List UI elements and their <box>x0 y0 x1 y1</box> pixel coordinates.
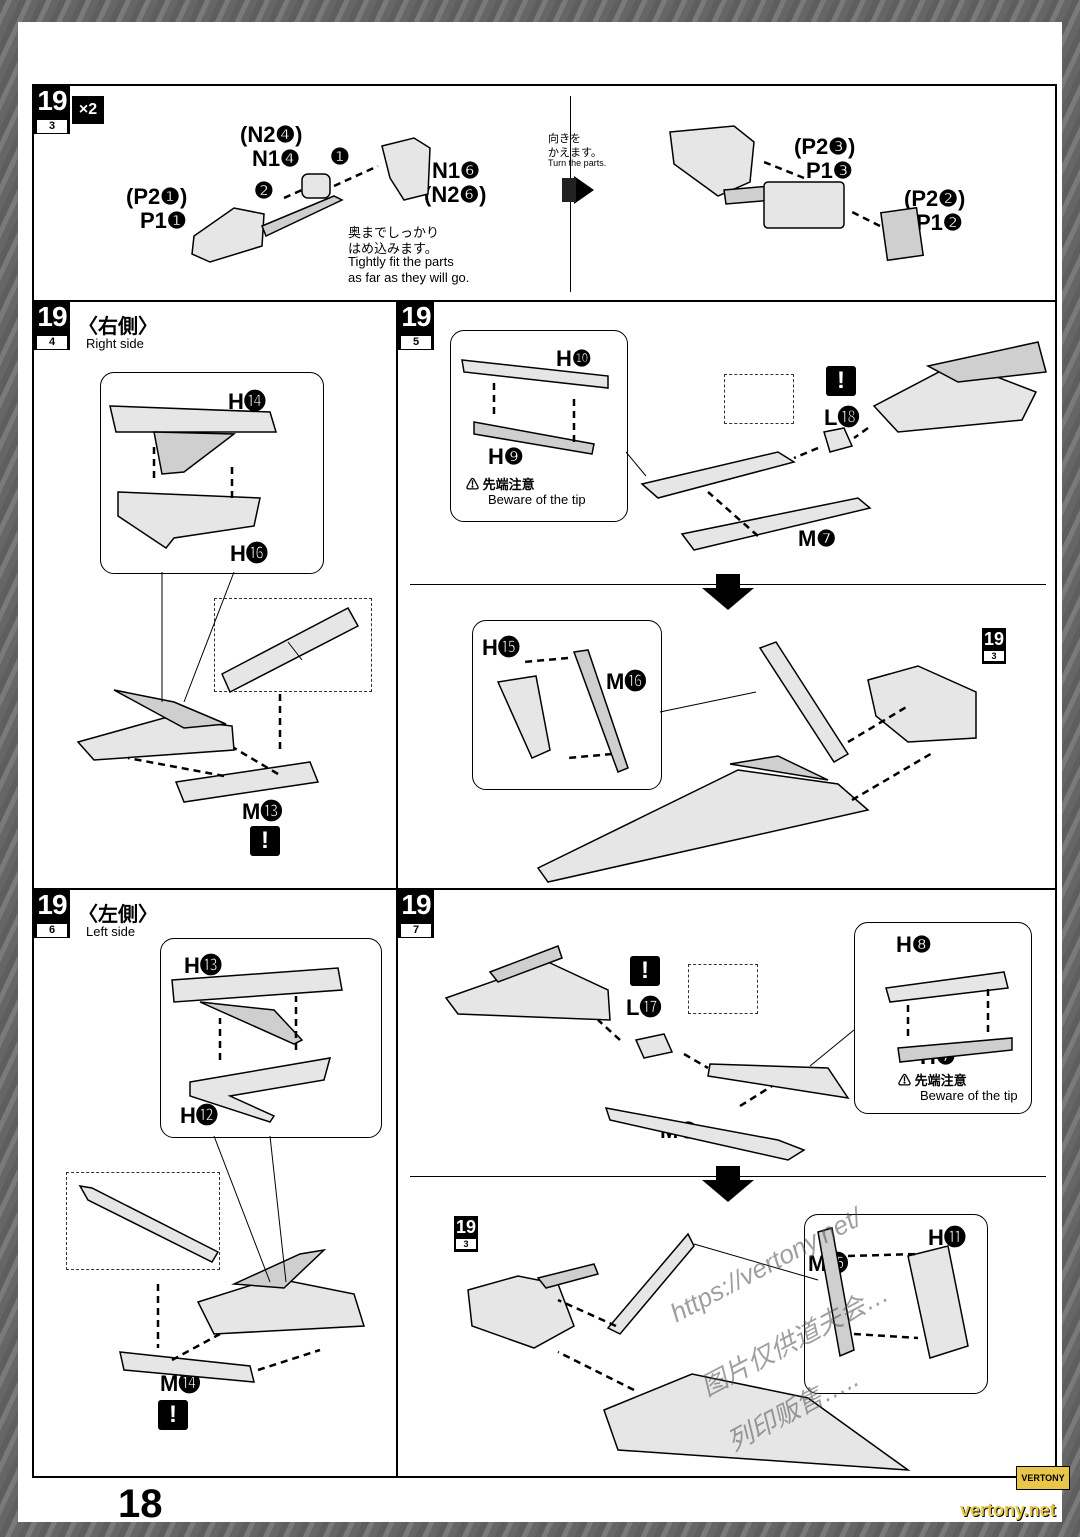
warning-icon: ! <box>630 956 660 986</box>
detail-callout <box>100 372 324 574</box>
substep-number: 7 <box>400 923 432 938</box>
step-marker-1: ❶ <box>330 144 350 169</box>
note-en-line1: Tightly fit the parts <box>348 254 454 269</box>
label-m16: M⓰ <box>606 669 647 694</box>
panel-6-illustrations <box>78 967 366 1383</box>
note-jp-line2: はめ込みます。 <box>348 241 438 256</box>
brand-tag: vertony.net <box>960 1500 1056 1520</box>
page-number: 18 <box>118 1482 163 1526</box>
label-n1-6: N1❻ <box>432 158 480 183</box>
step-number: 19 <box>37 889 67 920</box>
panel-3-illustrations <box>191 125 925 263</box>
detail-callout-2 <box>472 620 662 790</box>
label-l17: L⓱ <box>626 995 662 1020</box>
step-number: 19 <box>401 889 431 920</box>
label-m13: M⓭ <box>242 799 283 824</box>
label-h9: H❾ <box>488 444 524 469</box>
label-p2-1: (P2❶) <box>126 184 188 209</box>
label-l18: L⓲ <box>824 405 860 430</box>
label-p1-1: P1❶ <box>140 208 187 233</box>
detail-inset <box>66 1172 220 1270</box>
label-h8: H❽ <box>896 932 932 957</box>
label-n2-6: (N2❻) <box>424 182 487 207</box>
step-badge: 19 6 <box>34 890 70 938</box>
label-n2-4: (N2❹) <box>240 122 303 147</box>
turn-jp-line1: 向きを <box>548 133 581 145</box>
caution-jp-text: 先端注意 <box>914 1073 967 1088</box>
side-title-en: Left side <box>86 924 136 939</box>
substep-number: 3 <box>36 119 68 134</box>
caution-en: Beware of the tip <box>920 1088 1018 1103</box>
panel-step-19-7: 19 7 H❽ H❼ ⚠ 先端注意 Beware of the tip ! L⓱… <box>396 888 1057 1478</box>
substep-number: 6 <box>36 923 68 938</box>
step-number: 19 <box>401 301 431 332</box>
caution-en: Beware of the tip <box>488 492 586 507</box>
label-p2-3: (P2❸) <box>794 134 856 159</box>
step-marker-2: ❷ <box>254 178 274 203</box>
note-jp-line1: 奥までしっかり <box>348 225 440 240</box>
caution-jp: ⚠ 先端注意 <box>466 477 535 492</box>
turn-en: Turn the parts. <box>548 158 607 168</box>
panel-step-19-3: 19 3 ×2 (N2❹) N1❹ (P2❶) P1❶ N1❻ (N2❻) ❶ … <box>32 84 1057 302</box>
panel-7-illustrations <box>444 945 1013 1471</box>
step-badge: 19 7 <box>398 890 434 938</box>
caution-jp: ⚠ 先端注意 <box>898 1073 967 1088</box>
caution-jp-text: 先端注意 <box>482 477 535 492</box>
panel-step-19-4: 19 4 〈右側〉 Right side H⓮ H⓰ M⓭ ! <box>32 300 398 890</box>
reference-substep: 3 <box>983 650 1005 662</box>
side-title-jp: 〈右側〉 <box>78 316 158 338</box>
reference-badge: 19 3 <box>982 628 1006 664</box>
reference-substep: 3 <box>455 1238 477 1250</box>
step-badge: 19 3 <box>34 86 70 134</box>
step-number: 19 <box>37 301 67 332</box>
label-h12: H⓬ <box>180 1103 218 1128</box>
side-title-en: Right side <box>86 336 144 351</box>
warning-icon: ! <box>158 1400 188 1430</box>
multiplier-badge: ×2 <box>72 96 104 124</box>
down-arrow-icon <box>702 1166 754 1202</box>
label-p1-2: P1❷ <box>916 210 963 235</box>
panel-step-19-5: 19 5 H❿ H❾ ⚠ 先端注意 Beware of the tip ! L⓲… <box>396 300 1057 890</box>
label-p1-3: P1❸ <box>806 158 853 183</box>
label-h15: H⓯ <box>482 635 520 660</box>
panel-5-illustrations <box>461 341 1047 883</box>
label-p2-2: (P2❷) <box>904 186 966 211</box>
turn-jp-line2: かえます。 <box>548 147 602 159</box>
substep-number: 4 <box>36 335 68 350</box>
label-m7: M❼ <box>798 526 837 551</box>
brand-badge: VERTONY <box>1016 1466 1070 1490</box>
step-badge: 19 5 <box>398 302 434 350</box>
note-en-line2: as far as they will go. <box>348 270 470 285</box>
reference-badge: 19 3 <box>454 1216 478 1252</box>
reference-step: 19 <box>455 1217 477 1237</box>
panel-step-19-6: 19 6 〈左側〉 Left side H⓭ H⓬ M⓮ ! <box>32 888 398 1478</box>
label-h13: H⓭ <box>184 953 222 978</box>
side-title-jp: 〈左側〉 <box>78 904 158 926</box>
step-number: 19 <box>37 85 67 116</box>
detail-callout <box>160 938 382 1138</box>
reference-step: 19 <box>983 629 1005 649</box>
manual-page: 19 3 ×2 (N2❹) N1❹ (P2❶) P1❶ N1❻ (N2❻) ❶ … <box>18 22 1062 1526</box>
detail-inset <box>688 964 758 1014</box>
substep-number: 5 <box>400 335 432 350</box>
warning-icon: ! <box>250 826 280 856</box>
label-h16: H⓰ <box>230 541 268 566</box>
panel-4-illustrations <box>76 405 360 803</box>
label-h14: H⓮ <box>228 389 266 414</box>
down-arrow-icon <box>702 574 754 610</box>
step-badge: 19 4 <box>34 302 70 350</box>
detail-inset <box>724 374 794 424</box>
warning-icon: ! <box>826 366 856 396</box>
label-n1-4: N1❹ <box>252 146 300 171</box>
detail-inset <box>214 598 372 692</box>
label-h10: H❿ <box>556 346 592 371</box>
detail-callout <box>854 922 1032 1114</box>
